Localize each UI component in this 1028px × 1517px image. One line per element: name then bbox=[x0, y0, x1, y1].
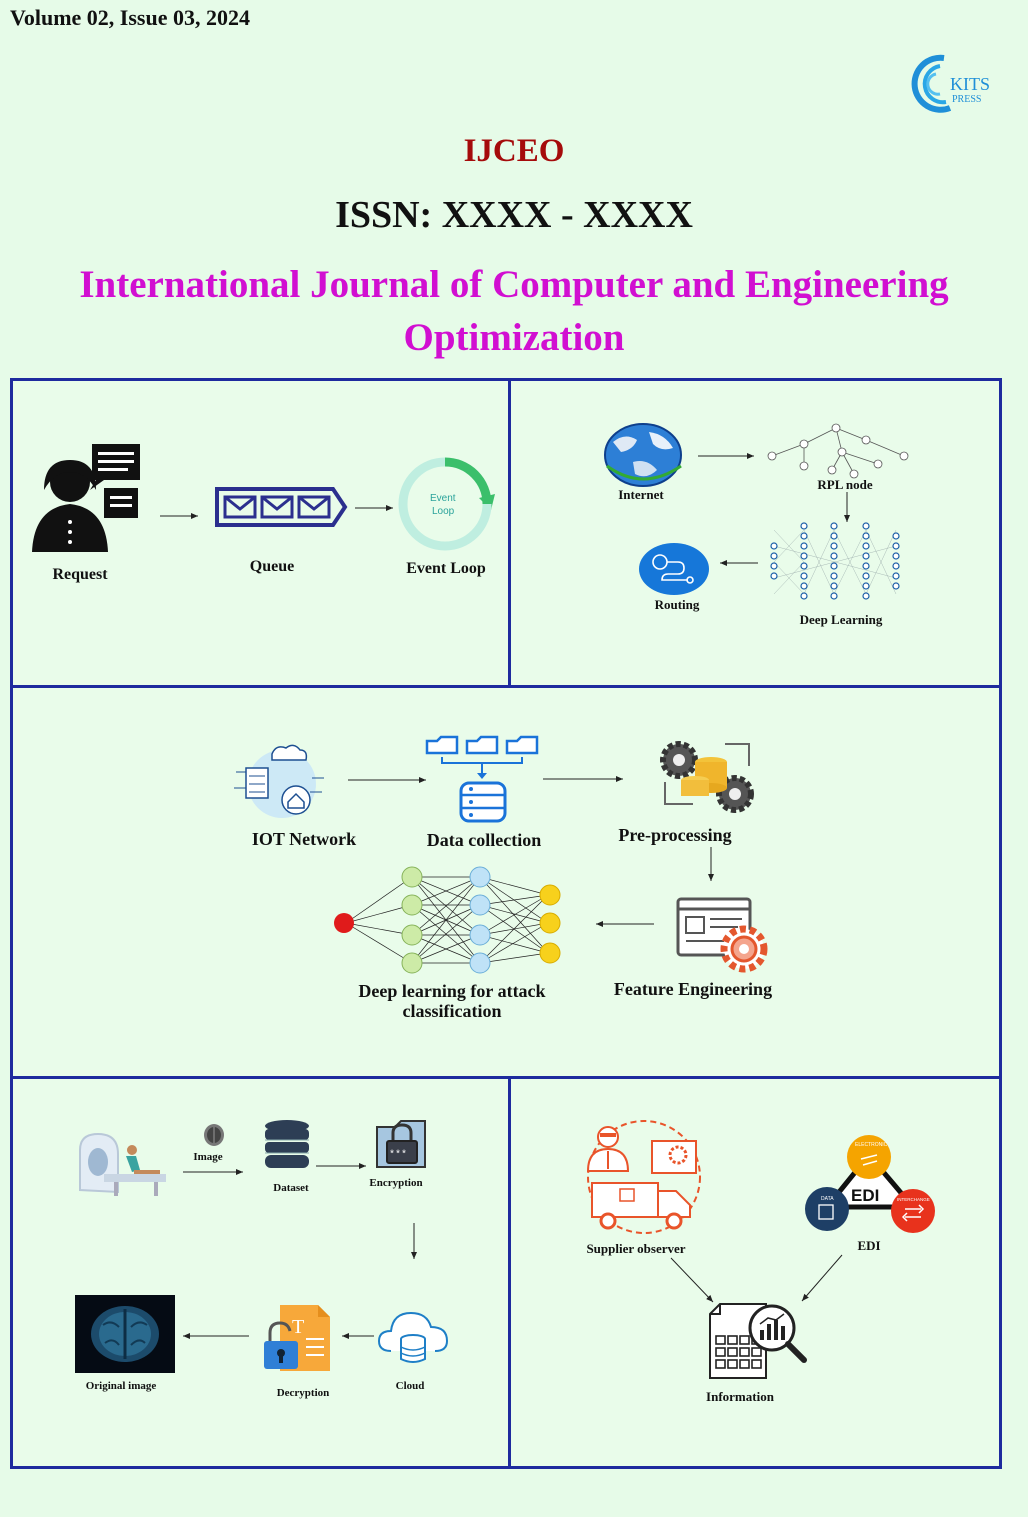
svg-text:DATA: DATA bbox=[821, 1196, 834, 1202]
arrow-preprocessing-feature bbox=[708, 847, 714, 881]
label-preprocessing: Pre-processing bbox=[618, 825, 732, 845]
label-deep-learning: Deep Learning bbox=[799, 612, 883, 627]
logo-subtext: PRESS bbox=[952, 94, 981, 105]
label-original-image: Original image bbox=[85, 1380, 157, 1392]
iot-network-icon bbox=[234, 744, 324, 818]
label-image: Image bbox=[193, 1151, 223, 1163]
arrow-deep-routing bbox=[720, 560, 758, 566]
arrow-encryption-cloud bbox=[411, 1223, 417, 1259]
label-edi: EDI bbox=[857, 1238, 881, 1253]
svg-text:***: *** bbox=[389, 1149, 407, 1161]
encryption-folder-icon: *** bbox=[376, 1120, 426, 1168]
arrow-request-queue bbox=[160, 513, 198, 519]
arrow-decryption-original bbox=[183, 1333, 249, 1339]
svg-text:Loop: Loop bbox=[432, 506, 455, 517]
label-internet: Internet bbox=[618, 487, 664, 502]
journal-abbreviation: IJCEO bbox=[463, 133, 565, 169]
brain-scan-icon bbox=[204, 1124, 224, 1146]
issn: ISSN: XXXX - XXXX bbox=[335, 194, 693, 236]
arrow-cloud-decryption bbox=[342, 1333, 374, 1339]
divider-bottom bbox=[508, 1078, 511, 1468]
volume-issue: Volume 02, Issue 03, 2024 bbox=[10, 5, 250, 30]
label-routing: Routing bbox=[654, 597, 700, 612]
arrow-queue-eventloop bbox=[355, 505, 393, 511]
divider-middle-top bbox=[13, 685, 999, 688]
attack-classification-network-icon bbox=[334, 866, 561, 974]
label-dataset: Dataset bbox=[273, 1182, 309, 1194]
arrow-iot-collection bbox=[348, 777, 426, 783]
label-supplier-observer: Supplier observer bbox=[586, 1241, 686, 1256]
label-decryption: Decryption bbox=[276, 1387, 330, 1399]
arrow-image-dataset bbox=[183, 1169, 243, 1175]
globe-icon bbox=[604, 423, 682, 487]
arrow-edi-information bbox=[801, 1254, 843, 1302]
label-request: Request bbox=[52, 566, 108, 583]
arrow-rpl-deep bbox=[844, 492, 850, 522]
label-information: Information bbox=[706, 1389, 774, 1404]
journal-title-line2: Optimization bbox=[403, 316, 625, 359]
arrow-dataset-encryption bbox=[316, 1163, 366, 1169]
queue-icon bbox=[215, 487, 348, 527]
label-encryption: Encryption bbox=[369, 1177, 423, 1189]
svg-text:ELECTRONIC: ELECTRONIC bbox=[855, 1142, 888, 1148]
label-queue: Queue bbox=[249, 558, 295, 575]
arrow-collection-preprocessing bbox=[543, 776, 623, 782]
label-deep-learning-attack-line2: classification bbox=[402, 1001, 502, 1021]
divider-middle-bottom bbox=[13, 1076, 999, 1079]
kits-press-logo: KITS PRESS bbox=[910, 52, 1010, 114]
mri-scanner-icon bbox=[79, 1132, 166, 1196]
svg-text:EDI: EDI bbox=[851, 1186, 879, 1205]
journal-title: International Journal of Computer and En… bbox=[0, 258, 1028, 364]
rpl-node-graph-icon bbox=[767, 423, 909, 479]
divider-top bbox=[508, 381, 511, 686]
original-image-icon bbox=[75, 1295, 175, 1373]
edi-icon: EDI ELECTRONIC DATA INTERCHANGE bbox=[805, 1135, 935, 1233]
logo-text: KITS bbox=[950, 74, 990, 94]
data-collection-icon bbox=[425, 735, 539, 823]
arrow-feature-deeplearning bbox=[596, 921, 654, 927]
neural-network-icon bbox=[770, 522, 900, 600]
dataset-icon bbox=[265, 1120, 309, 1168]
label-deep-learning-attack-line1: Deep learning for attack bbox=[358, 981, 546, 1001]
svg-text:INTERCHANGE: INTERCHANGE bbox=[897, 1197, 930, 1202]
arrow-internet-rpl bbox=[698, 453, 754, 459]
label-event-loop: Event Loop bbox=[406, 560, 486, 577]
decryption-icon: T bbox=[264, 1305, 330, 1371]
svg-text:T: T bbox=[292, 1316, 304, 1338]
cloud-storage-icon bbox=[377, 1311, 449, 1363]
information-icon bbox=[709, 1303, 807, 1379]
label-deep-learning-attack: Deep learning for attack classification bbox=[334, 981, 570, 1021]
preprocessing-icon bbox=[660, 741, 754, 813]
label-iot-network: IOT Network bbox=[251, 829, 357, 849]
event-loop-icon: Event Loop bbox=[398, 457, 495, 551]
routing-icon bbox=[639, 543, 709, 595]
label-feature-engineering: Feature Engineering bbox=[613, 979, 773, 999]
request-person-icon bbox=[32, 444, 140, 552]
label-data-collection: Data collection bbox=[426, 830, 542, 850]
supplier-observer-icon bbox=[586, 1120, 701, 1234]
svg-text:Event: Event bbox=[430, 493, 456, 504]
journal-title-line1: International Journal of Computer and En… bbox=[79, 263, 949, 306]
label-cloud: Cloud bbox=[395, 1380, 425, 1392]
arrow-supplier-information bbox=[670, 1257, 714, 1303]
feature-engineering-icon bbox=[676, 897, 768, 973]
label-rpl-node: RPL node bbox=[817, 477, 873, 492]
